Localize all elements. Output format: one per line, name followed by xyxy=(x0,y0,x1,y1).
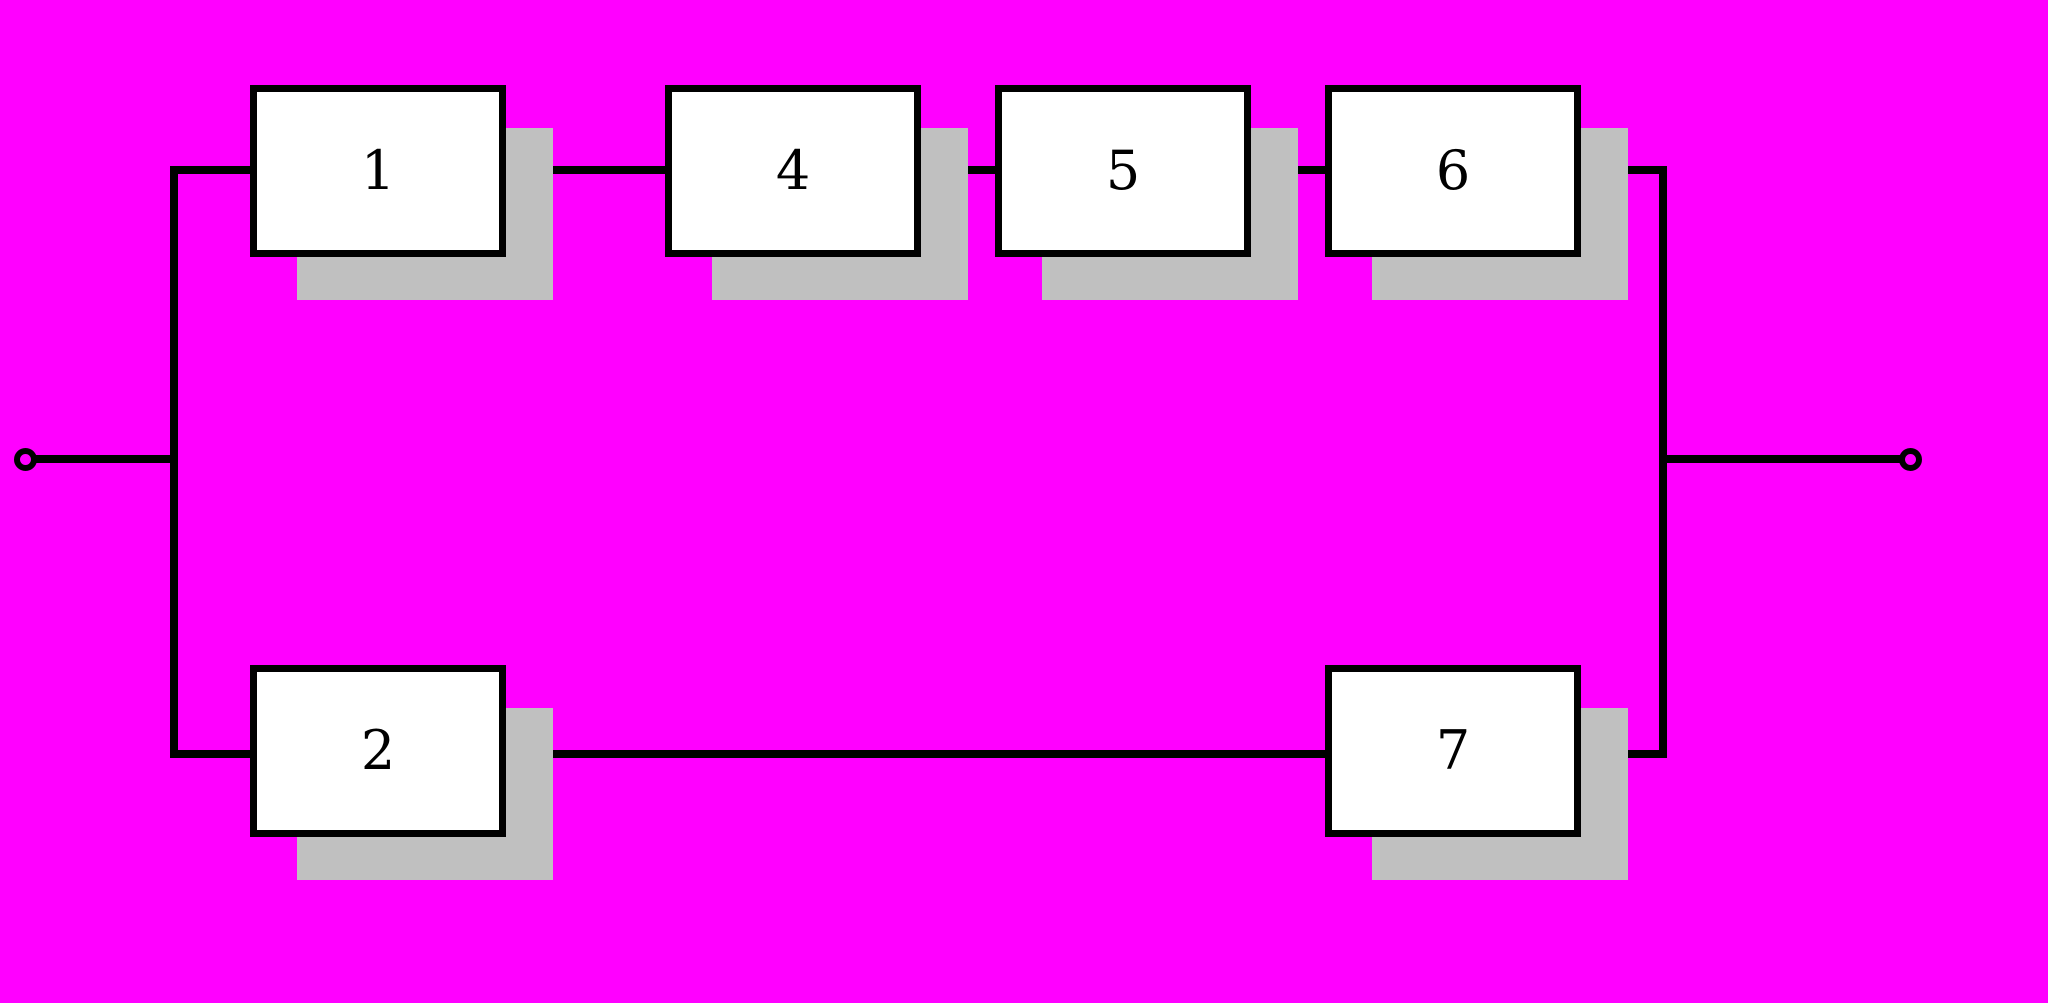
node-block-4[interactable]: 4 xyxy=(665,85,921,257)
wire-left-bus xyxy=(170,166,178,758)
input-terminal[interactable] xyxy=(14,448,37,471)
node-block-1[interactable]: 1 xyxy=(250,85,506,257)
node-label-5: 5 xyxy=(1105,139,1141,202)
wire-node2-to-node7 xyxy=(498,750,1334,758)
node-label-4: 4 xyxy=(775,139,811,202)
wire-output-lead xyxy=(1663,455,1911,463)
wire-leftbus-to-node2 xyxy=(170,750,258,758)
node-block-2[interactable]: 2 xyxy=(250,665,506,837)
node-label-7: 7 xyxy=(1435,719,1471,782)
output-terminal[interactable] xyxy=(1899,448,1922,471)
wire-input-lead xyxy=(36,455,178,463)
node-block-5[interactable]: 5 xyxy=(995,85,1251,257)
node-label-1: 1 xyxy=(360,139,396,202)
node-block-6[interactable]: 6 xyxy=(1325,85,1581,257)
node-label-6: 6 xyxy=(1435,139,1471,202)
wire-node1-to-node4 xyxy=(498,166,674,174)
node-block-7[interactable]: 7 xyxy=(1325,665,1581,837)
node-label-2: 2 xyxy=(360,719,396,782)
wire-leftbus-to-node1 xyxy=(170,166,258,174)
